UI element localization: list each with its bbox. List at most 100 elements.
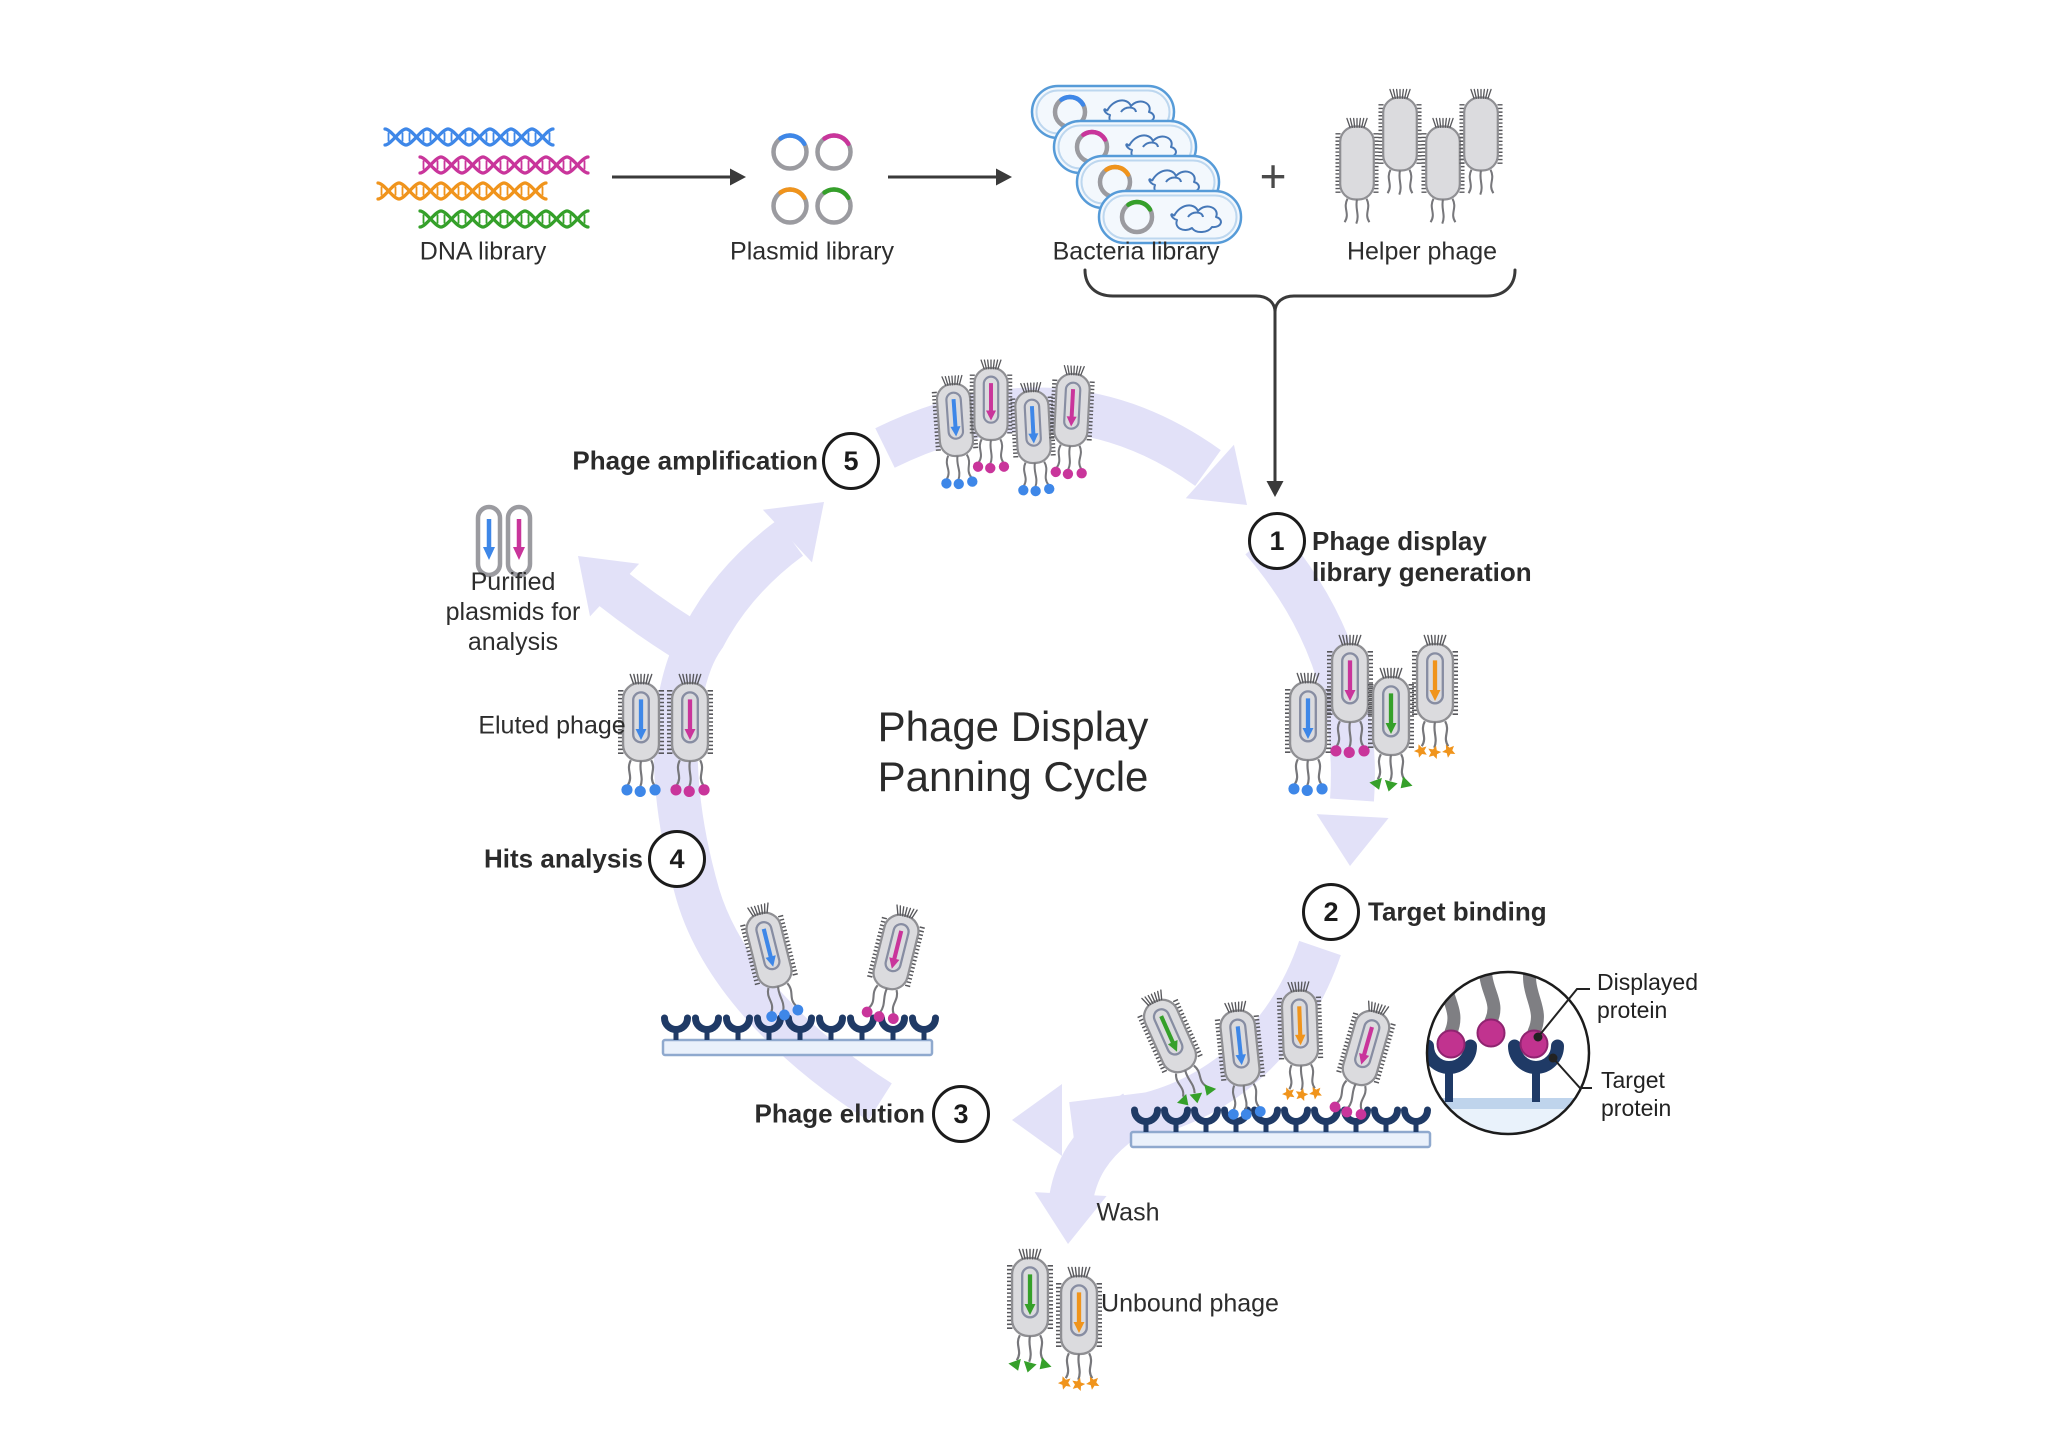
star-displayed-protein-icon (1413, 744, 1427, 758)
circle-displayed-protein-icon (887, 1013, 899, 1024)
helper-phage-icon (1378, 88, 1422, 195)
step-1-label-line1: Phage display (1312, 526, 1487, 556)
phage-icon (969, 359, 1013, 474)
target-protein-line1: Target (1601, 1067, 1665, 1093)
step-1-label: Phage display library generation (1312, 526, 1532, 588)
star-displayed-protein-icon (1057, 1376, 1071, 1390)
circle-displayed-protein-icon (1240, 1109, 1252, 1120)
triangle-displayed-protein-icon (1400, 776, 1413, 789)
target-protein-icon (785, 1014, 815, 1040)
phage-icon (1326, 634, 1374, 759)
dna-strand-icon (418, 209, 590, 229)
phage-icon (1006, 1248, 1054, 1373)
target-protein-icon (909, 1014, 939, 1040)
target-protein-icon (1161, 1106, 1191, 1132)
circle-displayed-protein-icon (698, 784, 710, 796)
dna-strand-icon (418, 155, 590, 175)
target-protein-icon (1251, 1106, 1281, 1132)
target-protein-icon (1371, 1106, 1401, 1132)
plasmid-library-group (771, 133, 853, 225)
displayed-protein-line1: Displayed (1597, 969, 1698, 995)
circle-displayed-protein-icon (998, 461, 1010, 472)
step-3-label: Phage elution (754, 1098, 925, 1129)
target-protein-icon (1401, 1106, 1431, 1132)
purified-plasmids-label: Purified plasmids for analysis (446, 567, 581, 657)
step-1-label-line2: library generation (1312, 557, 1532, 587)
triangle-displayed-protein-icon (1039, 1357, 1052, 1370)
purified-plasmid-icon (505, 504, 533, 578)
displayed-protein-icon (1436, 1029, 1466, 1059)
phage-coat-strand-icon (1523, 972, 1544, 1039)
phage-icon (1214, 1000, 1266, 1120)
phage-coat-strand-icon (1479, 972, 1501, 1028)
circle-displayed-protein-icon (1030, 485, 1041, 497)
triangle-displayed-protein-icon (1384, 779, 1398, 792)
eluted-phage-label: Eluted phage (478, 711, 626, 740)
phage-icon (1055, 1266, 1103, 1391)
target-protein-icon (816, 1014, 846, 1040)
unbound-phages (1006, 1248, 1103, 1391)
displayed-protein-icon (1519, 1029, 1549, 1059)
circle-displayed-protein-icon (1358, 745, 1370, 757)
phage-icon (861, 904, 925, 1024)
helper-phage-icon (1459, 88, 1503, 195)
step-2-label: Target binding (1368, 896, 1547, 927)
target-protein-icon (1281, 1106, 1311, 1132)
circle-displayed-protein-icon (779, 1009, 790, 1021)
helper-phage-icon (1421, 117, 1465, 224)
step-5-label: Phage amplification (572, 445, 818, 476)
helper-phage-group (1335, 88, 1503, 224)
circle-displayed-protein-icon (941, 478, 952, 489)
binding-inset (1425, 970, 1592, 1136)
plasmid-library-label: Plasmid library (730, 237, 894, 266)
circle-displayed-protein-icon (1329, 1101, 1341, 1113)
triangle-displayed-protein-icon (1177, 1093, 1189, 1106)
phage-icon (1276, 981, 1324, 1101)
target-protein-icon (1427, 1039, 1477, 1074)
phage-icon (1049, 364, 1095, 480)
target-protein-icon (723, 1014, 753, 1040)
purified-line1: Purified (470, 568, 556, 596)
step-4-badge: 4 (648, 830, 706, 888)
title-line-2: Panning Cycle (877, 753, 1149, 800)
unbound-phage-label: Unbound phage (1101, 1289, 1279, 1318)
helper-phage-label: Helper phage (1346, 237, 1498, 266)
amplified-phages (931, 359, 1095, 497)
target-protein-icon (692, 1014, 722, 1040)
triangle-displayed-protein-icon (1008, 1358, 1021, 1371)
phage-icon (1411, 634, 1459, 759)
target-protein-label: Target protein (1601, 1066, 1671, 1122)
triangle-displayed-protein-icon (1023, 1360, 1037, 1373)
circle-displayed-protein-icon (766, 1011, 778, 1022)
star-displayed-protein-icon (1072, 1377, 1086, 1391)
bacteria-library-group (1030, 84, 1243, 245)
target-binding-scene (1129, 981, 1432, 1149)
step-3-badge: 3 (932, 1085, 990, 1143)
dna-library-label: DNA library (419, 237, 547, 266)
triangle-displayed-protein-icon (1369, 777, 1382, 790)
phage-icon (666, 673, 714, 798)
phage-icon (1284, 672, 1332, 797)
circle-displayed-protein-icon (1341, 1106, 1353, 1118)
circle-displayed-protein-icon (1288, 783, 1300, 795)
circle-displayed-protein-icon (1355, 1109, 1367, 1120)
circle-displayed-protein-icon (1316, 783, 1328, 795)
target-protein-icon (1311, 1106, 1341, 1132)
brace-icon (1083, 268, 1517, 314)
circle-displayed-protein-icon (1062, 468, 1074, 480)
phage-icon (1367, 667, 1415, 792)
target-protein-icon (1191, 1106, 1221, 1132)
target-protein-icon (754, 1014, 784, 1040)
phage-icon (1137, 989, 1217, 1106)
step-4-label: Hits analysis (484, 843, 643, 874)
displayed-protein-label: Displayed protein (1597, 968, 1698, 1024)
star-displayed-protein-icon (1428, 745, 1442, 759)
star-displayed-protein-icon (1086, 1376, 1100, 1390)
purified-plasmids-group (475, 504, 533, 578)
library-generation-phages (1284, 634, 1459, 797)
target-protein-icon (1131, 1106, 1161, 1132)
circle-displayed-protein-icon (1050, 466, 1061, 478)
circle-displayed-protein-icon (1227, 1108, 1239, 1120)
star-displayed-protein-icon (1295, 1088, 1309, 1101)
